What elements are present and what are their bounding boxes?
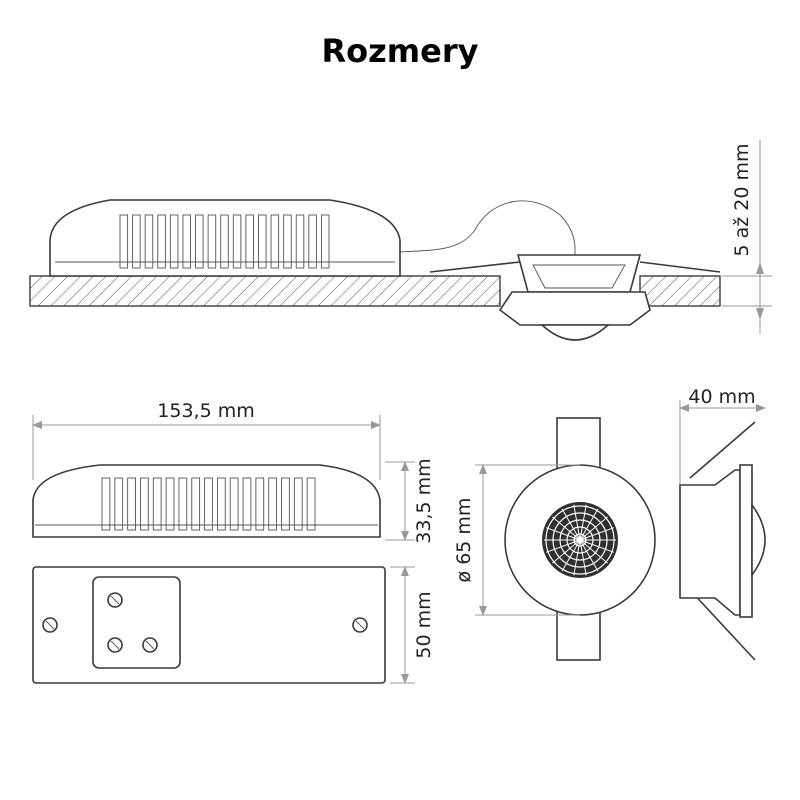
vent-slot [127,477,136,531]
lens-facet-line [552,516,581,541]
power-unit-profile [32,464,381,538]
lens-facet-line [546,539,581,553]
vent-slot [178,477,188,531]
screw-slot [110,640,120,650]
screw-icon [352,617,368,633]
height-label: 33,5 mm [413,458,435,543]
sensor-front-view: ø 65 mm [453,417,656,661]
power-unit-top [32,566,386,684]
vent-slot [140,477,149,531]
vent-slot [232,214,242,269]
lens-facet-line [573,504,581,541]
lens-facet-line [561,508,581,541]
screw-icon [107,592,123,608]
lens-facet-line [579,504,587,541]
vent-slot [293,477,303,531]
sensor-holder [516,254,642,293]
vent-slot [207,214,217,269]
power-unit-side [49,199,401,277]
vent-slot [308,214,317,269]
screw-icon [42,617,58,633]
vent-slot [255,477,265,531]
vent-slot [195,214,204,269]
sensor-lens [539,324,611,341]
vent-slot [216,477,226,531]
screw-slot [145,640,155,650]
vent-slot [295,214,305,269]
cable [399,200,576,269]
vent-slot [204,477,213,531]
ceiling-section-right [639,275,721,307]
vent-slot [144,214,154,269]
vent-slot [229,477,239,531]
vent-slot [152,477,162,531]
sensor-side-view: 40 mm [679,386,766,661]
diameter-label: ø 65 mm [453,498,475,583]
sensor-bezel-side [739,464,753,618]
vent-slot [119,214,129,269]
lens-facet-line [561,539,581,572]
page-title: Rozmery [322,32,479,70]
screw-slot [110,595,120,605]
lens-facet-line [579,539,599,572]
sensor-lens-side [751,502,766,578]
screw-icon [107,637,123,653]
vent-slot [220,214,229,269]
lens-facet-line [579,516,608,541]
screws [42,592,368,653]
unit-side-view: 153,5 mm 33,5 mm [32,400,435,544]
terminal-block [92,576,181,669]
spring-clips-side [689,421,756,661]
vent-slots [119,214,330,269]
spring-clips [429,261,721,273]
unit-top-view: 50 mm [32,566,435,684]
vent-slot [268,477,277,531]
vent-slot [157,214,166,269]
vent-slot [245,214,254,269]
vent-slot [101,477,111,531]
vent-slot [258,214,267,269]
vent-slot [165,477,175,531]
depth-label: 40 mm [688,386,755,408]
screw-slot [355,620,365,630]
vent-slot [283,214,292,269]
vent-slot [132,214,141,269]
lens-facet-line [579,527,614,541]
vent-slot [169,214,179,269]
sensor-lens-front [542,502,618,578]
lens-facet-line [579,539,614,553]
vent-slots [101,477,316,531]
vent-slot [114,477,124,531]
installed-view: 5 až 20 mm [29,140,772,341]
vent-slot [306,477,316,531]
length-label: 153,5 mm [157,400,254,422]
vent-slot [270,214,280,269]
mount-range-label: 5 až 20 mm [731,143,753,256]
sensor-bezel [498,291,651,326]
lens-facet-line [579,539,608,564]
lens-facet-line [579,539,587,576]
lens-facet-line [552,539,581,564]
screw-icon [142,637,158,653]
sensor-holder-side [679,469,741,616]
vent-slot [281,477,290,531]
lens-facet-line [573,539,581,576]
vent-slot [320,214,330,269]
vent-slot [182,214,191,269]
lens-facet-line [579,508,599,541]
lens-facet-line [546,527,581,541]
vent-slot [191,477,201,531]
vent-slot [242,477,252,531]
width-label: 50 mm [413,591,435,658]
screw-slot [45,620,55,630]
ceiling-section-left [29,275,501,307]
